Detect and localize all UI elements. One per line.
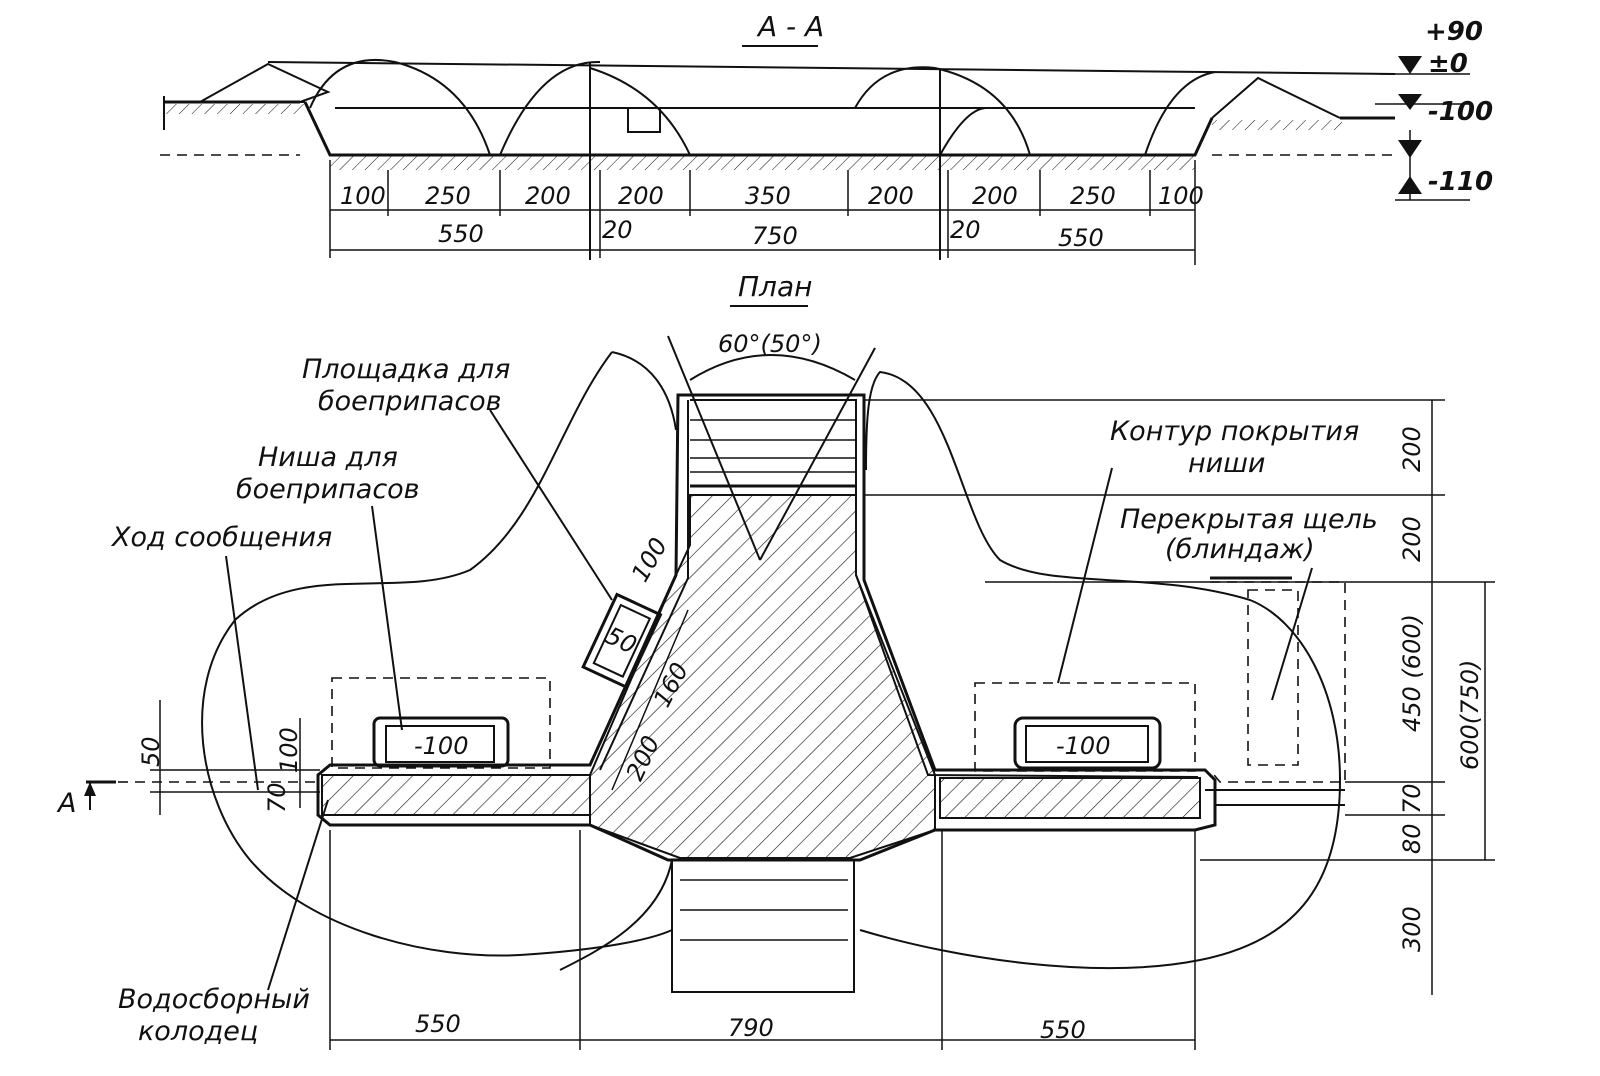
label-covered-slit-1: Перекрытая щель — [1120, 504, 1378, 535]
central-pit — [316, 393, 1217, 862]
section-cut-marker: А — [56, 780, 320, 819]
dim-label: 20 — [950, 216, 981, 244]
dim-label: 200 — [972, 182, 1018, 210]
angle-label: 60°(50°) — [718, 330, 822, 358]
elevation-markers: +90 ±0 -100 -110 — [1375, 17, 1493, 201]
dim-label: 550 — [1058, 224, 1104, 252]
dim-label: 550 — [1040, 1016, 1086, 1044]
dim-label: 50 — [601, 621, 641, 659]
dim-label: 250 — [1070, 182, 1116, 210]
dim-label: 50 — [137, 736, 165, 767]
label-ammo-niche-1: Ниша для — [258, 442, 398, 473]
label-covered-slit-2: (блиндаж) — [1165, 534, 1315, 565]
dim-label: 550 — [415, 1010, 461, 1038]
dim-label: 20 — [602, 216, 633, 244]
dim-label: 750 — [752, 222, 798, 250]
dim-label: 300 — [1398, 906, 1426, 952]
dim-label: 100 — [340, 182, 386, 210]
bottom-dims: 550 790 550 — [329, 830, 1196, 1050]
steps-top — [690, 419, 856, 488]
dim-label: 70 — [263, 782, 291, 813]
elevation-label: +90 — [1425, 17, 1483, 47]
plan-view: План 60°(50°) — [56, 270, 1495, 1050]
plan-title: План — [738, 270, 812, 303]
section-dims-top: 100 250 200 200 350 200 200 250 100 — [340, 182, 1204, 210]
dim-label: 100 — [626, 533, 673, 587]
dim-label: 100 — [1158, 182, 1204, 210]
niche-level: -100 — [1056, 732, 1110, 760]
dim-label: 200 — [525, 182, 571, 210]
dim-label: 790 — [728, 1014, 774, 1042]
dim-label: 600(750) — [1456, 660, 1484, 770]
callouts: Площадка для боеприпасов Ниша для боепри… — [110, 354, 1378, 1047]
left-trench-floor — [321, 774, 591, 816]
dim-label: 350 — [745, 182, 791, 210]
dim-label: 100 — [275, 727, 303, 773]
dim-label: 70 — [1398, 783, 1426, 814]
dim-label: 200 — [618, 182, 664, 210]
dim-label: 550 — [438, 220, 484, 248]
label-ammo-platform-2: боеприпасов — [318, 386, 502, 417]
niche-level: -100 — [414, 732, 468, 760]
left-dims: 50 100 70 — [137, 700, 320, 815]
section-view: A - A — [160, 10, 1493, 265]
section-title: A - A — [756, 10, 824, 43]
label-comm-trench: Ход сообщения — [110, 522, 332, 553]
dim-label: 200 — [868, 182, 914, 210]
label-ammo-niche-2: боеприпасов — [236, 474, 420, 505]
right-trench-floor — [939, 777, 1201, 819]
label-drain-well-2: колодец — [138, 1016, 258, 1047]
right-dims: 200 200 450 (600) 70 80 300 600(750) — [864, 399, 1495, 995]
label-niche-cover-2: ниши — [1188, 448, 1265, 479]
label-drain-well-1: Водосборный — [118, 984, 310, 1015]
dim-label: 200 — [1398, 516, 1426, 562]
central-floor-hatch — [589, 494, 936, 859]
right-niche: -100 — [974, 682, 1196, 772]
steps-bottom — [671, 859, 855, 993]
elevation-label: -100 — [1428, 97, 1493, 127]
dim-label: 450 (600) — [1398, 614, 1426, 732]
label-niche-cover-1: Контур покрытия — [1110, 416, 1359, 447]
left-niche: -100 — [331, 677, 551, 769]
section-mark-label: А — [56, 788, 76, 819]
dim-label: 200 — [1398, 426, 1426, 472]
section-dims-bottom: 550 20 750 20 550 — [438, 216, 1104, 252]
elevation-label: ±0 — [1428, 49, 1468, 79]
dim-label: 80 — [1398, 823, 1426, 854]
elevation-label: -110 — [1428, 167, 1493, 197]
label-ammo-platform-1: Площадка для — [302, 354, 510, 385]
dim-label: 250 — [425, 182, 471, 210]
